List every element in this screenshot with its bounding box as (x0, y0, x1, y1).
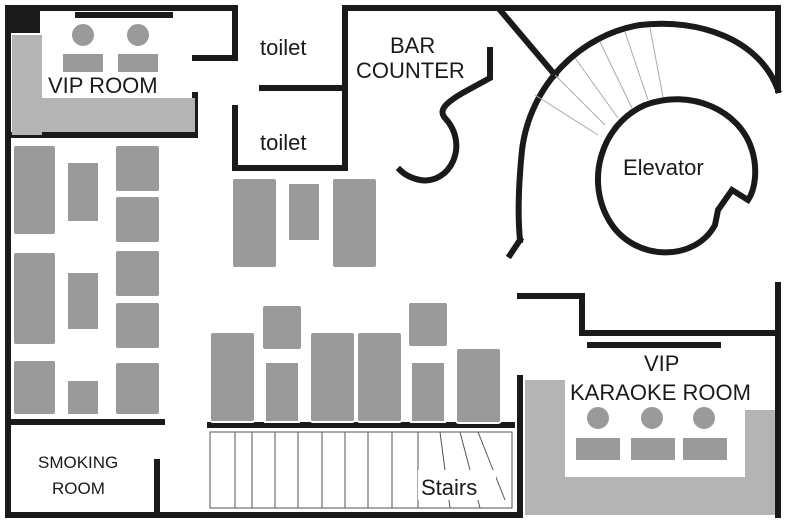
vip-table (116, 52, 160, 74)
karaoke-sofa-right (745, 410, 775, 515)
dining-table (66, 161, 100, 223)
karaoke-table (681, 436, 729, 462)
karaoke-seat (585, 405, 611, 431)
center-table-group (231, 177, 378, 269)
booth-seat (309, 331, 356, 423)
booth-seat (231, 177, 278, 269)
karaoke-table (574, 436, 622, 462)
booth-seat (356, 331, 403, 423)
smoking-room: SMOKING ROOM (5, 419, 165, 518)
outer-walls (5, 5, 781, 518)
vip-seat (125, 22, 151, 48)
booth-seat (331, 177, 378, 269)
chair (114, 361, 161, 416)
smoking-label-2: ROOM (52, 479, 105, 498)
dining-table (66, 271, 100, 331)
karaoke-seat (639, 405, 665, 431)
stairs: Stairs (207, 422, 515, 509)
dining-table (287, 182, 321, 242)
chair (114, 249, 161, 298)
toilet-label-1: toilet (260, 35, 306, 60)
vip-table (61, 52, 105, 74)
chair (114, 144, 161, 193)
toilets: toilet toilet (192, 5, 348, 171)
left-dining-area (12, 144, 161, 416)
chair (114, 301, 161, 350)
chair (114, 195, 161, 244)
karaoke-label-1: VIP (644, 351, 679, 376)
bar-counter-label-2: COUNTER (356, 58, 465, 83)
bottom-center-tables (209, 301, 502, 424)
dining-table (66, 379, 100, 416)
karaoke-label-2: KARAOKE ROOM (570, 380, 751, 405)
booth-seat (12, 359, 57, 416)
booth-seat (209, 331, 256, 423)
chair (261, 304, 303, 351)
elevator-label: Elevator (623, 155, 704, 180)
toilet-label-2: toilet (260, 130, 306, 155)
karaoke-sofa-bottom (525, 477, 775, 515)
corner-column (5, 5, 40, 33)
dining-table (264, 361, 300, 423)
booth-seat (455, 347, 502, 424)
vip-room: VIP ROOM (5, 12, 198, 138)
dining-table (410, 361, 446, 423)
vip-room-label: VIP ROOM (48, 73, 158, 98)
booth-seat (12, 144, 57, 236)
vip-seat (70, 22, 96, 48)
bar-counter-label-1: BAR (390, 33, 435, 58)
karaoke-table (629, 436, 677, 462)
bar-counter: BAR COUNTER (356, 33, 493, 184)
booth-seat (12, 251, 57, 346)
vip-sofa-bottom (12, 98, 195, 132)
chair (407, 301, 449, 348)
karaoke-seat (691, 405, 717, 431)
smoking-label-1: SMOKING (38, 453, 118, 472)
vip-karaoke-room: VIP KARAOKE ROOM (517, 293, 781, 518)
stairs-label: Stairs (421, 475, 477, 500)
elevator-area: Elevator (495, 5, 782, 260)
